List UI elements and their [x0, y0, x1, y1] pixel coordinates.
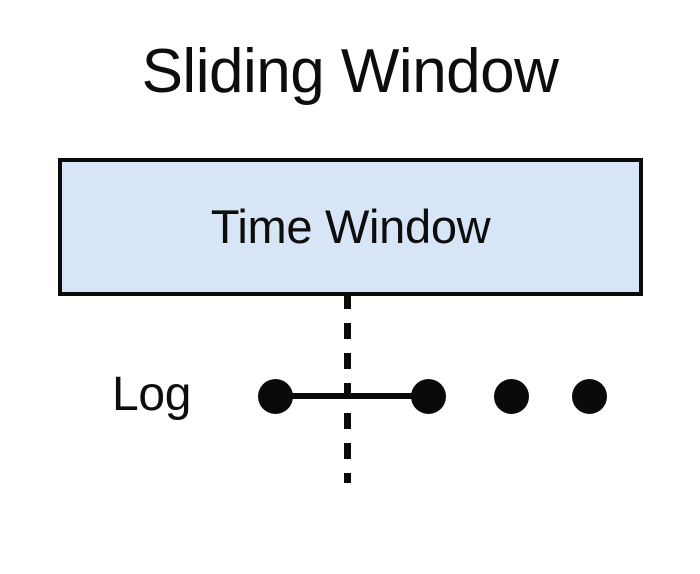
log-event-link [275, 393, 428, 399]
log-label: Log [112, 368, 192, 421]
log-event-dot [258, 379, 293, 414]
window-boundary-dashed-line [344, 293, 351, 483]
log-event-dot [411, 379, 446, 414]
page-title: Sliding Window [141, 37, 559, 106]
time-window-box: Time Window [58, 158, 643, 296]
log-event-dot [572, 379, 607, 414]
log-event-dot [494, 379, 529, 414]
time-window-label: Time Window [210, 200, 491, 253]
